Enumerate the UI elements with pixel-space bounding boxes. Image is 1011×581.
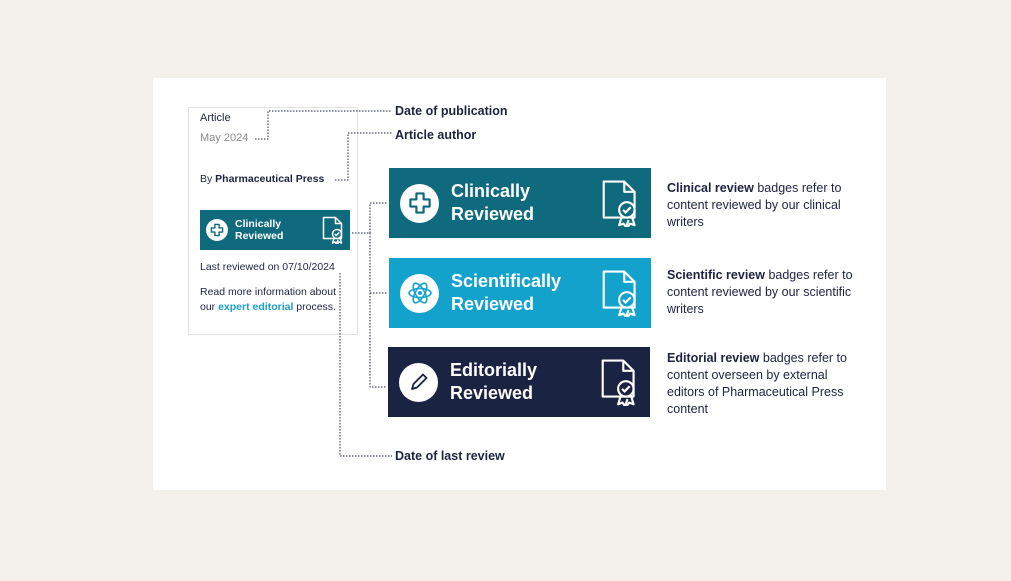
article-type-label: Article	[200, 112, 231, 124]
medical-cross-icon	[400, 183, 439, 223]
editorially-reviewed-badge: Editorially Reviewed	[388, 347, 650, 417]
certified-document-icon	[601, 179, 639, 232]
atom-icon	[400, 273, 439, 313]
certified-document-icon	[600, 358, 638, 411]
clinical-badge-label: Clinically Reviewed	[451, 181, 535, 224]
article-author-line: By Pharmaceutical Press	[200, 173, 324, 185]
certified-document-icon	[601, 269, 639, 322]
expert-editorial-link[interactable]: expert editorial	[218, 300, 294, 313]
author-prefix: By	[200, 173, 216, 185]
callout-date-of-last-review: Date of last review	[395, 449, 505, 463]
certified-document-icon	[322, 216, 344, 249]
read-more-text: Read more information about our expert e…	[200, 286, 336, 313]
pencil-icon	[399, 362, 438, 402]
scientific-review-description: Scientific review badges refer to conten…	[667, 268, 853, 316]
clinical-review-description: Clinical review badges refer to content …	[667, 181, 842, 229]
author-name: Pharmaceutical Press	[215, 173, 325, 185]
small-badge-label: Clinically Reviewed	[235, 218, 283, 243]
small-badge-line1: Clinically	[235, 217, 282, 230]
callout-date-of-publication: Date of publication	[395, 104, 508, 118]
clinically-reviewed-badge: Clinically Reviewed	[389, 168, 651, 238]
editorial-badge-label: Editorially Reviewed	[450, 360, 538, 403]
scientifically-reviewed-badge: Scientifically Reviewed	[389, 258, 651, 328]
medical-cross-icon	[206, 219, 228, 241]
publication-date: May 2024	[200, 132, 249, 144]
small-badge-line2: Reviewed	[235, 230, 284, 242]
callout-article-author: Article author	[395, 128, 477, 142]
small-clinically-reviewed-badge: Clinically Reviewed	[200, 210, 350, 250]
last-reviewed-date: Last reviewed on 07/10/2024	[200, 261, 335, 273]
editorial-review-description: Editorial review badges refer to content…	[667, 351, 847, 416]
scientific-badge-label: Scientifically Reviewed	[451, 271, 562, 314]
